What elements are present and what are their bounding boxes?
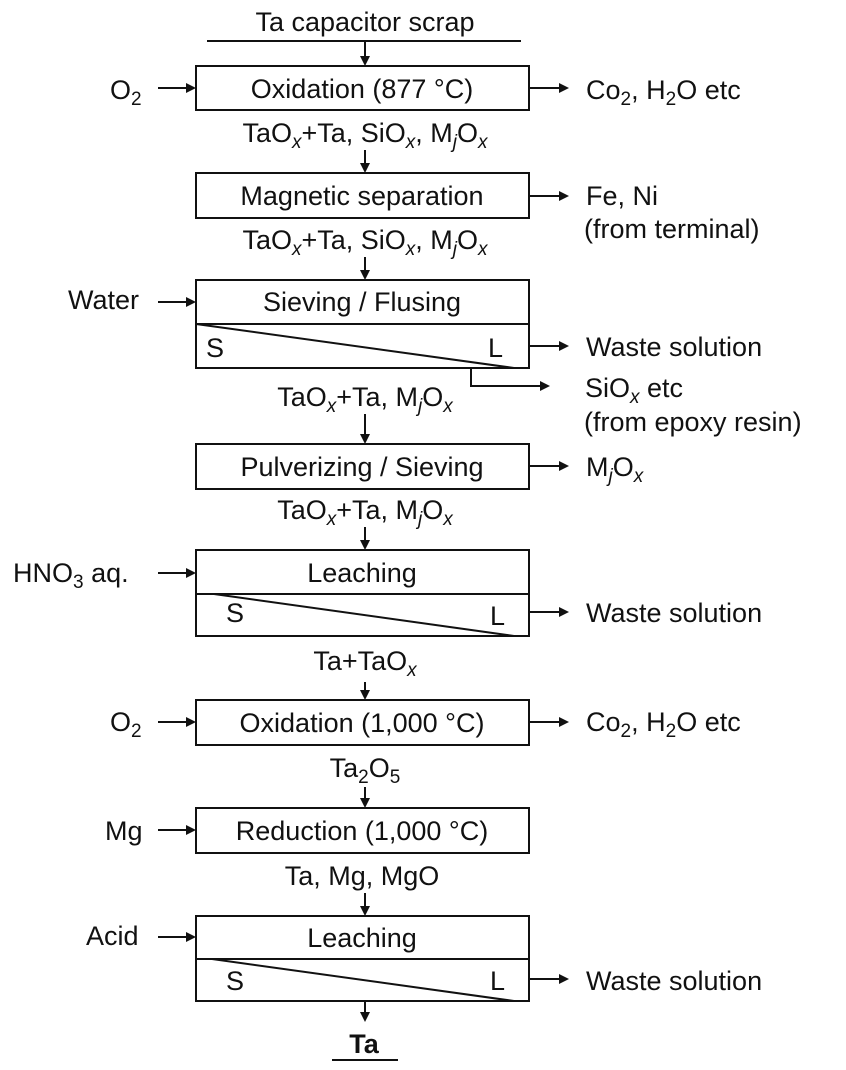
step-magnetic-separation: Magnetic separation bbox=[195, 172, 530, 219]
intermediate-7-label: Ta, Mg, MgO bbox=[285, 861, 440, 891]
waste-output-1: Waste solution bbox=[529, 332, 762, 362]
intermediate-5-label: Ta+TaOx bbox=[313, 646, 418, 681]
svg-text:Co2, H2O etc: Co2, H2O etc bbox=[586, 75, 741, 110]
svg-text:Water: Water bbox=[68, 285, 139, 315]
pulverizing-sieving-box bbox=[195, 443, 530, 490]
reduction-box bbox=[195, 807, 530, 854]
water-input: Water bbox=[68, 285, 196, 315]
mg-input: Mg bbox=[105, 816, 196, 846]
co2-output-2: Co2, H2O etc bbox=[529, 707, 741, 742]
fe-ni-output: Fe, Ni (from terminal) bbox=[529, 181, 760, 244]
svg-text:O2: O2 bbox=[110, 75, 142, 110]
svg-text:Mg: Mg bbox=[105, 816, 143, 846]
svg-text:MjOx: MjOx bbox=[586, 452, 645, 487]
oxidation-877-label: Oxidation (877 °C) bbox=[251, 74, 473, 104]
svg-text:SiOx etc: SiOx etc bbox=[585, 373, 683, 408]
leaching-hno3-label: Leaching bbox=[307, 558, 417, 588]
solid-label: S bbox=[206, 333, 224, 363]
svg-text:Waste solution: Waste solution bbox=[586, 966, 762, 996]
intermediate-4-label: TaOx+Ta, MjOx bbox=[277, 495, 454, 530]
intermediate-2-label: TaOx+Ta, SiOx, MjOx bbox=[242, 225, 489, 260]
pulverizing-sieving-label: Pulverizing / Sieving bbox=[240, 452, 483, 482]
liquid-label: L bbox=[490, 966, 505, 996]
oxidation-877-box bbox=[195, 65, 530, 111]
liquid-label: L bbox=[490, 601, 505, 631]
liquid-label: L bbox=[488, 333, 503, 363]
sieving-flushing-label: Sieving / Flusing bbox=[263, 287, 461, 317]
intermediate-1-label: TaOx+Ta, SiOx, MjOx bbox=[242, 118, 489, 153]
solid-label: S bbox=[226, 966, 244, 996]
solid-label: S bbox=[226, 598, 244, 628]
magnetic-separation-label: Magnetic separation bbox=[240, 181, 483, 211]
svg-text:(from epoxy resin): (from epoxy resin) bbox=[584, 407, 802, 437]
svg-text:HNO3 aq.: HNO3 aq. bbox=[13, 558, 129, 593]
o2-input-1: O2 bbox=[110, 75, 196, 110]
acid-input: Acid bbox=[86, 921, 196, 951]
final-product-label: Ta bbox=[349, 1029, 379, 1059]
siox-output: SiOx etc (from epoxy resin) bbox=[470, 368, 802, 437]
intermediate-6-label: Ta2O5 bbox=[330, 753, 401, 788]
intermediate-3-label: TaOx+Ta, MjOx bbox=[277, 382, 454, 417]
reduction-label: Reduction (1,000 °C) bbox=[236, 816, 488, 846]
svg-text:Waste solution: Waste solution bbox=[586, 598, 762, 628]
svg-text:Co2, H2O etc: Co2, H2O etc bbox=[586, 707, 741, 742]
step-oxidation-877: Oxidation (877 °C) bbox=[195, 65, 530, 111]
svg-text:(from terminal): (from terminal) bbox=[584, 214, 760, 244]
main-flow-line bbox=[360, 41, 370, 1022]
step-leaching-acid: Leaching S L bbox=[195, 915, 530, 1002]
co2-output-1: Co2, H2O etc bbox=[529, 75, 741, 110]
step-leaching-hno3: Leaching S L bbox=[195, 549, 530, 637]
step-sieving-flushing: Sieving / Flusing S L bbox=[195, 279, 530, 369]
leaching-acid-label: Leaching bbox=[307, 923, 417, 953]
input-material-label: Ta capacitor scrap bbox=[255, 7, 474, 37]
svg-text:O2: O2 bbox=[110, 707, 142, 742]
o2-input-2: O2 bbox=[110, 707, 196, 742]
step-oxidation-1000: Oxidation (1,000 °C) bbox=[195, 699, 530, 746]
step-pulverizing-sieving: Pulverizing / Sieving bbox=[195, 443, 530, 490]
svg-text:Acid: Acid bbox=[86, 921, 139, 951]
svg-text:Fe, Ni: Fe, Ni bbox=[586, 181, 658, 211]
waste-output-3: Waste solution bbox=[529, 966, 762, 996]
waste-output-2: Waste solution bbox=[529, 598, 762, 628]
svg-text:Waste solution: Waste solution bbox=[586, 332, 762, 362]
oxidation-1000-label: Oxidation (1,000 °C) bbox=[240, 708, 485, 738]
hno3-input: HNO3 aq. bbox=[13, 558, 196, 593]
mjox-output: MjOx bbox=[529, 452, 645, 487]
step-reduction: Reduction (1,000 °C) bbox=[195, 807, 530, 854]
